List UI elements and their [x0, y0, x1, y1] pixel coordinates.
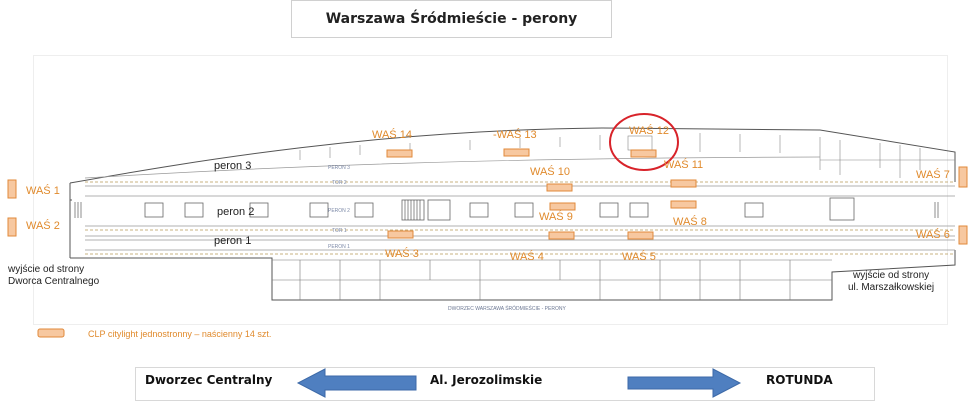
marker-was3: [387, 230, 414, 239]
marker-was5: [627, 231, 654, 240]
nav-left-label: Dworzec Centralny: [145, 373, 273, 387]
label-peron1-small: PERON 1: [328, 244, 350, 250]
marker-was10: [546, 183, 573, 192]
marker-was1: [7, 179, 17, 199]
was-label-5: WAŚ 5: [622, 251, 656, 263]
plan-caption: DWORZEC WARSZAWA ŚRÓDMIEŚCIE - PERONY: [448, 306, 566, 312]
exit-left-line1: wyjście od strony: [8, 264, 85, 275]
nav-right-label: ROTUNDA: [766, 373, 833, 387]
exit-left: wyjście od strony Dworca Centralnego: [8, 264, 99, 288]
marker-was6: [958, 225, 968, 245]
highlight-circle: [609, 113, 679, 171]
plan-frame: [33, 55, 948, 325]
side-markers: [7, 166, 968, 245]
was-label-3: WAŚ 3: [385, 248, 419, 260]
label-tor1: TOR 1: [332, 228, 347, 234]
platform2-pillars: [144, 197, 855, 221]
was-label-10: WAŚ 10: [530, 166, 570, 178]
navigation-box: [135, 367, 875, 401]
arrow-left-icon: [296, 368, 417, 398]
platform-label-2: peron 2: [217, 206, 255, 218]
page-title: Warszawa Śródmieście - perony: [325, 11, 578, 27]
legend-text: CLP citylight jednostronny – naścienny 1…: [88, 329, 272, 339]
platform-label-3: peron 3: [214, 160, 252, 172]
exit-left-line2: Dworca Centralnego: [8, 276, 100, 287]
was-label-14: WAŚ 14: [372, 129, 412, 141]
marker-was2: [7, 217, 17, 237]
marker-was14: [386, 149, 413, 158]
page-title-box: Warszawa Śródmieście - perony: [291, 0, 612, 38]
was-label-13: -WAŚ 13: [493, 129, 537, 141]
was-label-11: WAŚ 11: [664, 159, 704, 171]
was-label-8: WAŚ 8: [673, 216, 707, 228]
marker-was8: [670, 200, 697, 209]
was-label-12: WAŚ 12: [629, 125, 669, 137]
marker-was7: [958, 166, 968, 188]
stairs: [74, 200, 939, 220]
marker-was13: [503, 148, 530, 157]
upper-rooms: [299, 133, 955, 178]
was-label-2: WAŚ 2: [26, 220, 60, 232]
exit-right-line2: ul. Marszałkowskiej: [848, 282, 935, 293]
arrow-right-icon: [627, 368, 742, 398]
tracks: [84, 156, 955, 255]
label-tor2: TOR 2: [332, 180, 347, 186]
was-label-6: WAŚ 6: [916, 229, 950, 241]
marker-was12: [630, 149, 657, 158]
citylight-markers: [386, 148, 697, 240]
marker-was11: [670, 179, 697, 188]
building-outline: [69, 127, 956, 301]
platform-label-1: peron 1: [214, 235, 252, 247]
marker-was4: [548, 231, 575, 240]
legend-marker: [37, 328, 65, 338]
nav-center-label: Al. Jerozolimskie: [430, 373, 543, 387]
was-label-7: WAŚ 7: [916, 169, 950, 181]
marker-was9: [549, 202, 576, 211]
exit-right: wyjście od strony ul. Marszałkowskiej: [848, 270, 934, 294]
was-label-1: WAŚ 1: [26, 185, 60, 197]
label-peron3-small: PERON 3: [328, 165, 350, 171]
label-peron2-small: PERON 2: [328, 208, 350, 214]
exit-right-line1: wyjście od strony: [853, 270, 930, 281]
lower-rooms: [272, 259, 832, 300]
was-label-9: WAŚ 9: [539, 211, 573, 223]
was-label-4: WAŚ 4: [510, 251, 544, 263]
